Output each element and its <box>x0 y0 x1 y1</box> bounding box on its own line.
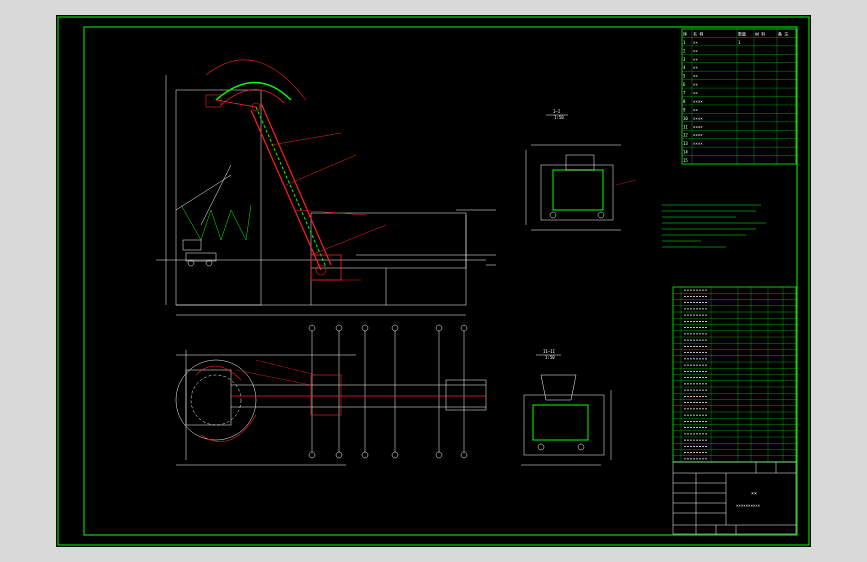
parts-table-header: 序 <box>683 30 687 36</box>
elevation-view <box>156 75 496 316</box>
parts-table-cell: 8 <box>683 99 686 104</box>
cad-drawing: I—I 1:50 II—II 1:50 <box>57 16 810 546</box>
cad-drawing-canvas: I—I 1:50 II—II 1:50 <box>56 15 811 547</box>
parts-table-cell: 4 <box>683 65 686 70</box>
technical-notes <box>662 204 766 248</box>
parts-table-cell: 14 <box>683 150 688 155</box>
parts-table-header: 备 注 <box>778 30 788 36</box>
parts-table-top: 序名 称数量材 料备 注1××12××3××4××5××6××7××8××××9… <box>681 28 797 165</box>
parts-table-cell: ×××× <box>693 133 703 138</box>
inclined-conveyor <box>205 59 387 281</box>
parts-table-cell: 11 <box>683 124 688 129</box>
section-2-scale: 1:50 <box>545 355 555 360</box>
parts-table-header: 材 料 <box>755 30 765 36</box>
parts-table-cell: 2 <box>683 48 686 53</box>
parts-table-cell: 10 <box>683 116 688 121</box>
parts-table-cell: 13 <box>683 141 688 146</box>
parts-table-cell: ×××× <box>693 141 703 146</box>
parts-table-cell: ×× <box>693 57 698 62</box>
title-block-title: ×× <box>751 491 757 497</box>
parts-table-cell: ×× <box>693 107 698 112</box>
parts-table-cell: ×× <box>693 82 698 87</box>
section-view-1: I—I 1:50 <box>525 109 637 231</box>
parts-table-cell: 15 <box>683 158 688 163</box>
parts-table-cell: 7 <box>683 91 686 96</box>
section-view-2: II—II 1:50 <box>521 349 612 466</box>
parts-table-cell: ×× <box>693 48 698 53</box>
parts-table-cell: ×× <box>693 74 698 79</box>
title-block <box>672 461 797 535</box>
parts-table-cell: 1 <box>683 40 686 45</box>
parts-table-cell: ×××× <box>693 124 703 129</box>
section-1-scale: 1:50 <box>554 115 564 120</box>
parts-table-cell: ×× <box>693 40 698 45</box>
parts-table-cell: 3 <box>683 57 686 62</box>
parts-table-cell: 6 <box>683 82 686 87</box>
section-1-label: I—I <box>553 109 561 114</box>
parts-table-cell: ×××× <box>693 116 703 121</box>
title-block-subtitle: ×××××××××× <box>736 503 761 508</box>
parts-table-cell: ×××× <box>693 99 703 104</box>
parts-list-bottom <box>672 286 797 463</box>
parts-table-cell: 1 <box>738 40 741 45</box>
parts-table-cell: 9 <box>683 107 686 112</box>
sheet-border <box>57 16 810 546</box>
parts-table-cell: 5 <box>683 74 686 79</box>
drawing-frame <box>83 26 798 536</box>
section-2-label: II—II <box>543 349 556 354</box>
parts-table-header: 数量 <box>738 30 746 36</box>
parts-table-cell: ×× <box>693 65 698 70</box>
parts-table-header: 名 称 <box>693 30 703 36</box>
axis-markers <box>308 324 468 459</box>
parts-table-cell: 12 <box>683 133 688 138</box>
parts-table-cell: ×× <box>693 91 698 96</box>
plan-view <box>175 350 487 466</box>
